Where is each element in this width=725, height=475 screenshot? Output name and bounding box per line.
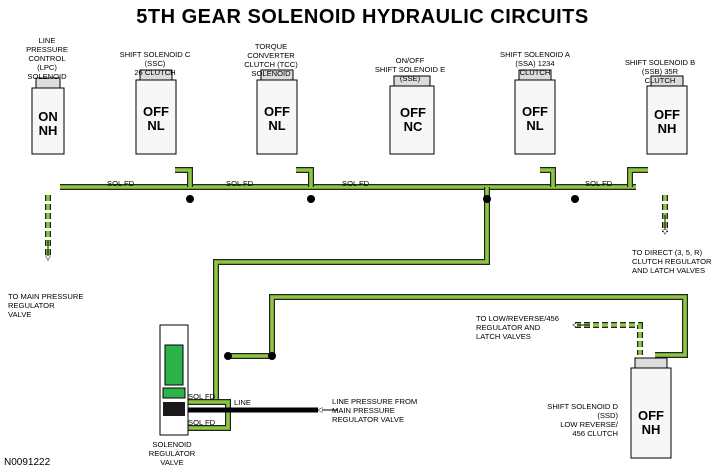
ssb-label: SHIFT SOLENOID B (SSB) 35R CLUTCH bbox=[624, 58, 696, 85]
sol-fd-label: SOL FD bbox=[342, 179, 370, 188]
sol-fd-label: SOL FD bbox=[188, 392, 216, 401]
flow-arrows bbox=[48, 215, 665, 410]
ssa-state-value: OFF bbox=[522, 104, 548, 119]
lpc-solenoid-icon bbox=[31, 77, 65, 155]
sol-fd-label: SOL FD bbox=[107, 179, 135, 188]
ssb-state-type: NH bbox=[657, 121, 677, 136]
solenoid-regulator-valve bbox=[159, 324, 189, 436]
fluid-passages bbox=[45, 167, 688, 431]
ssa-label: SHIFT SOLENOID A (SSA) 1234 CLUTCH bbox=[500, 50, 570, 77]
to-low-reverse-label: TO LOW/REVERSE/456 REGULATOR AND LATCH V… bbox=[476, 314, 559, 341]
lpc-state-type: NH bbox=[38, 123, 58, 138]
ssd-state-type: NH bbox=[641, 422, 661, 437]
line-label: LINE bbox=[234, 398, 251, 407]
tcc-state-type: NL bbox=[268, 118, 286, 133]
ssd-label: SHIFT SOLENOID D (SSD) LOW REVERSE/ 456 … bbox=[547, 402, 618, 438]
ssc-state-type: NL bbox=[147, 118, 165, 133]
ssd-state: OFF NH bbox=[626, 409, 676, 437]
lpc-state-value: ON bbox=[38, 109, 58, 124]
lpc-state: ON NH bbox=[30, 110, 66, 138]
sol-fd-label: SOL FD bbox=[226, 179, 254, 188]
sse-label: ON/OFF SHIFT SOLENOID E (SSE) bbox=[374, 56, 446, 83]
ssc-state-value: OFF bbox=[143, 104, 169, 119]
document-id: N0091222 bbox=[4, 457, 51, 468]
ssd-solenoid-icon bbox=[630, 357, 672, 459]
sol-fd-label: SOL FD bbox=[585, 179, 613, 188]
tcc-label: TORQUE CONVERTER CLUTCH (TCC) SOLENOID bbox=[244, 42, 298, 78]
sse-solenoid-icon bbox=[389, 75, 435, 155]
tcc-state: OFF NL bbox=[252, 105, 302, 133]
diagram-title: 5TH GEAR SOLENOID HYDRAULIC CIRCUITS bbox=[136, 6, 589, 28]
sse-state-type: NC bbox=[403, 119, 423, 134]
ssa-state-type: NL bbox=[526, 118, 544, 133]
lpc-solenoid-label: LINE PRESSURE CONTROL (LPC) SOLENOID bbox=[26, 36, 68, 81]
to-main-pressure-label: TO MAIN PRESSURE REGULATOR VALVE bbox=[8, 292, 84, 319]
tcc-state-value: OFF bbox=[264, 104, 290, 119]
sol-fd-label: SOL FD bbox=[188, 418, 216, 427]
to-direct-label: TO DIRECT (3, 5, R) CLUTCH REGULATOR AND… bbox=[632, 248, 712, 275]
solenoid-regulator-valve-label: SOLENOID REGULATOR VALVE bbox=[148, 440, 196, 467]
solenoid-icons bbox=[31, 69, 688, 459]
ssb-solenoid-icon bbox=[646, 75, 688, 155]
ssa-state: OFF NL bbox=[510, 105, 560, 133]
sse-state-value: OFF bbox=[400, 105, 426, 120]
ssc-solenoid-icon bbox=[135, 69, 177, 155]
ssa-solenoid-icon bbox=[514, 69, 556, 155]
line-pressure-from-label: LINE PRESSURE FROM MAIN PRESSURE REGULAT… bbox=[332, 397, 418, 424]
sse-state: OFF NC bbox=[388, 106, 438, 134]
ssd-state-value: OFF bbox=[638, 408, 664, 423]
ssc-state: OFF NL bbox=[131, 105, 181, 133]
tcc-solenoid-icon bbox=[256, 69, 298, 155]
ssb-state: OFF NH bbox=[642, 108, 692, 136]
ssb-state-value: OFF bbox=[654, 107, 680, 122]
ssc-label: SHIFT SOLENOID C (SSC) 26 CLUTCH bbox=[119, 50, 191, 77]
passage-junctions bbox=[186, 195, 579, 360]
